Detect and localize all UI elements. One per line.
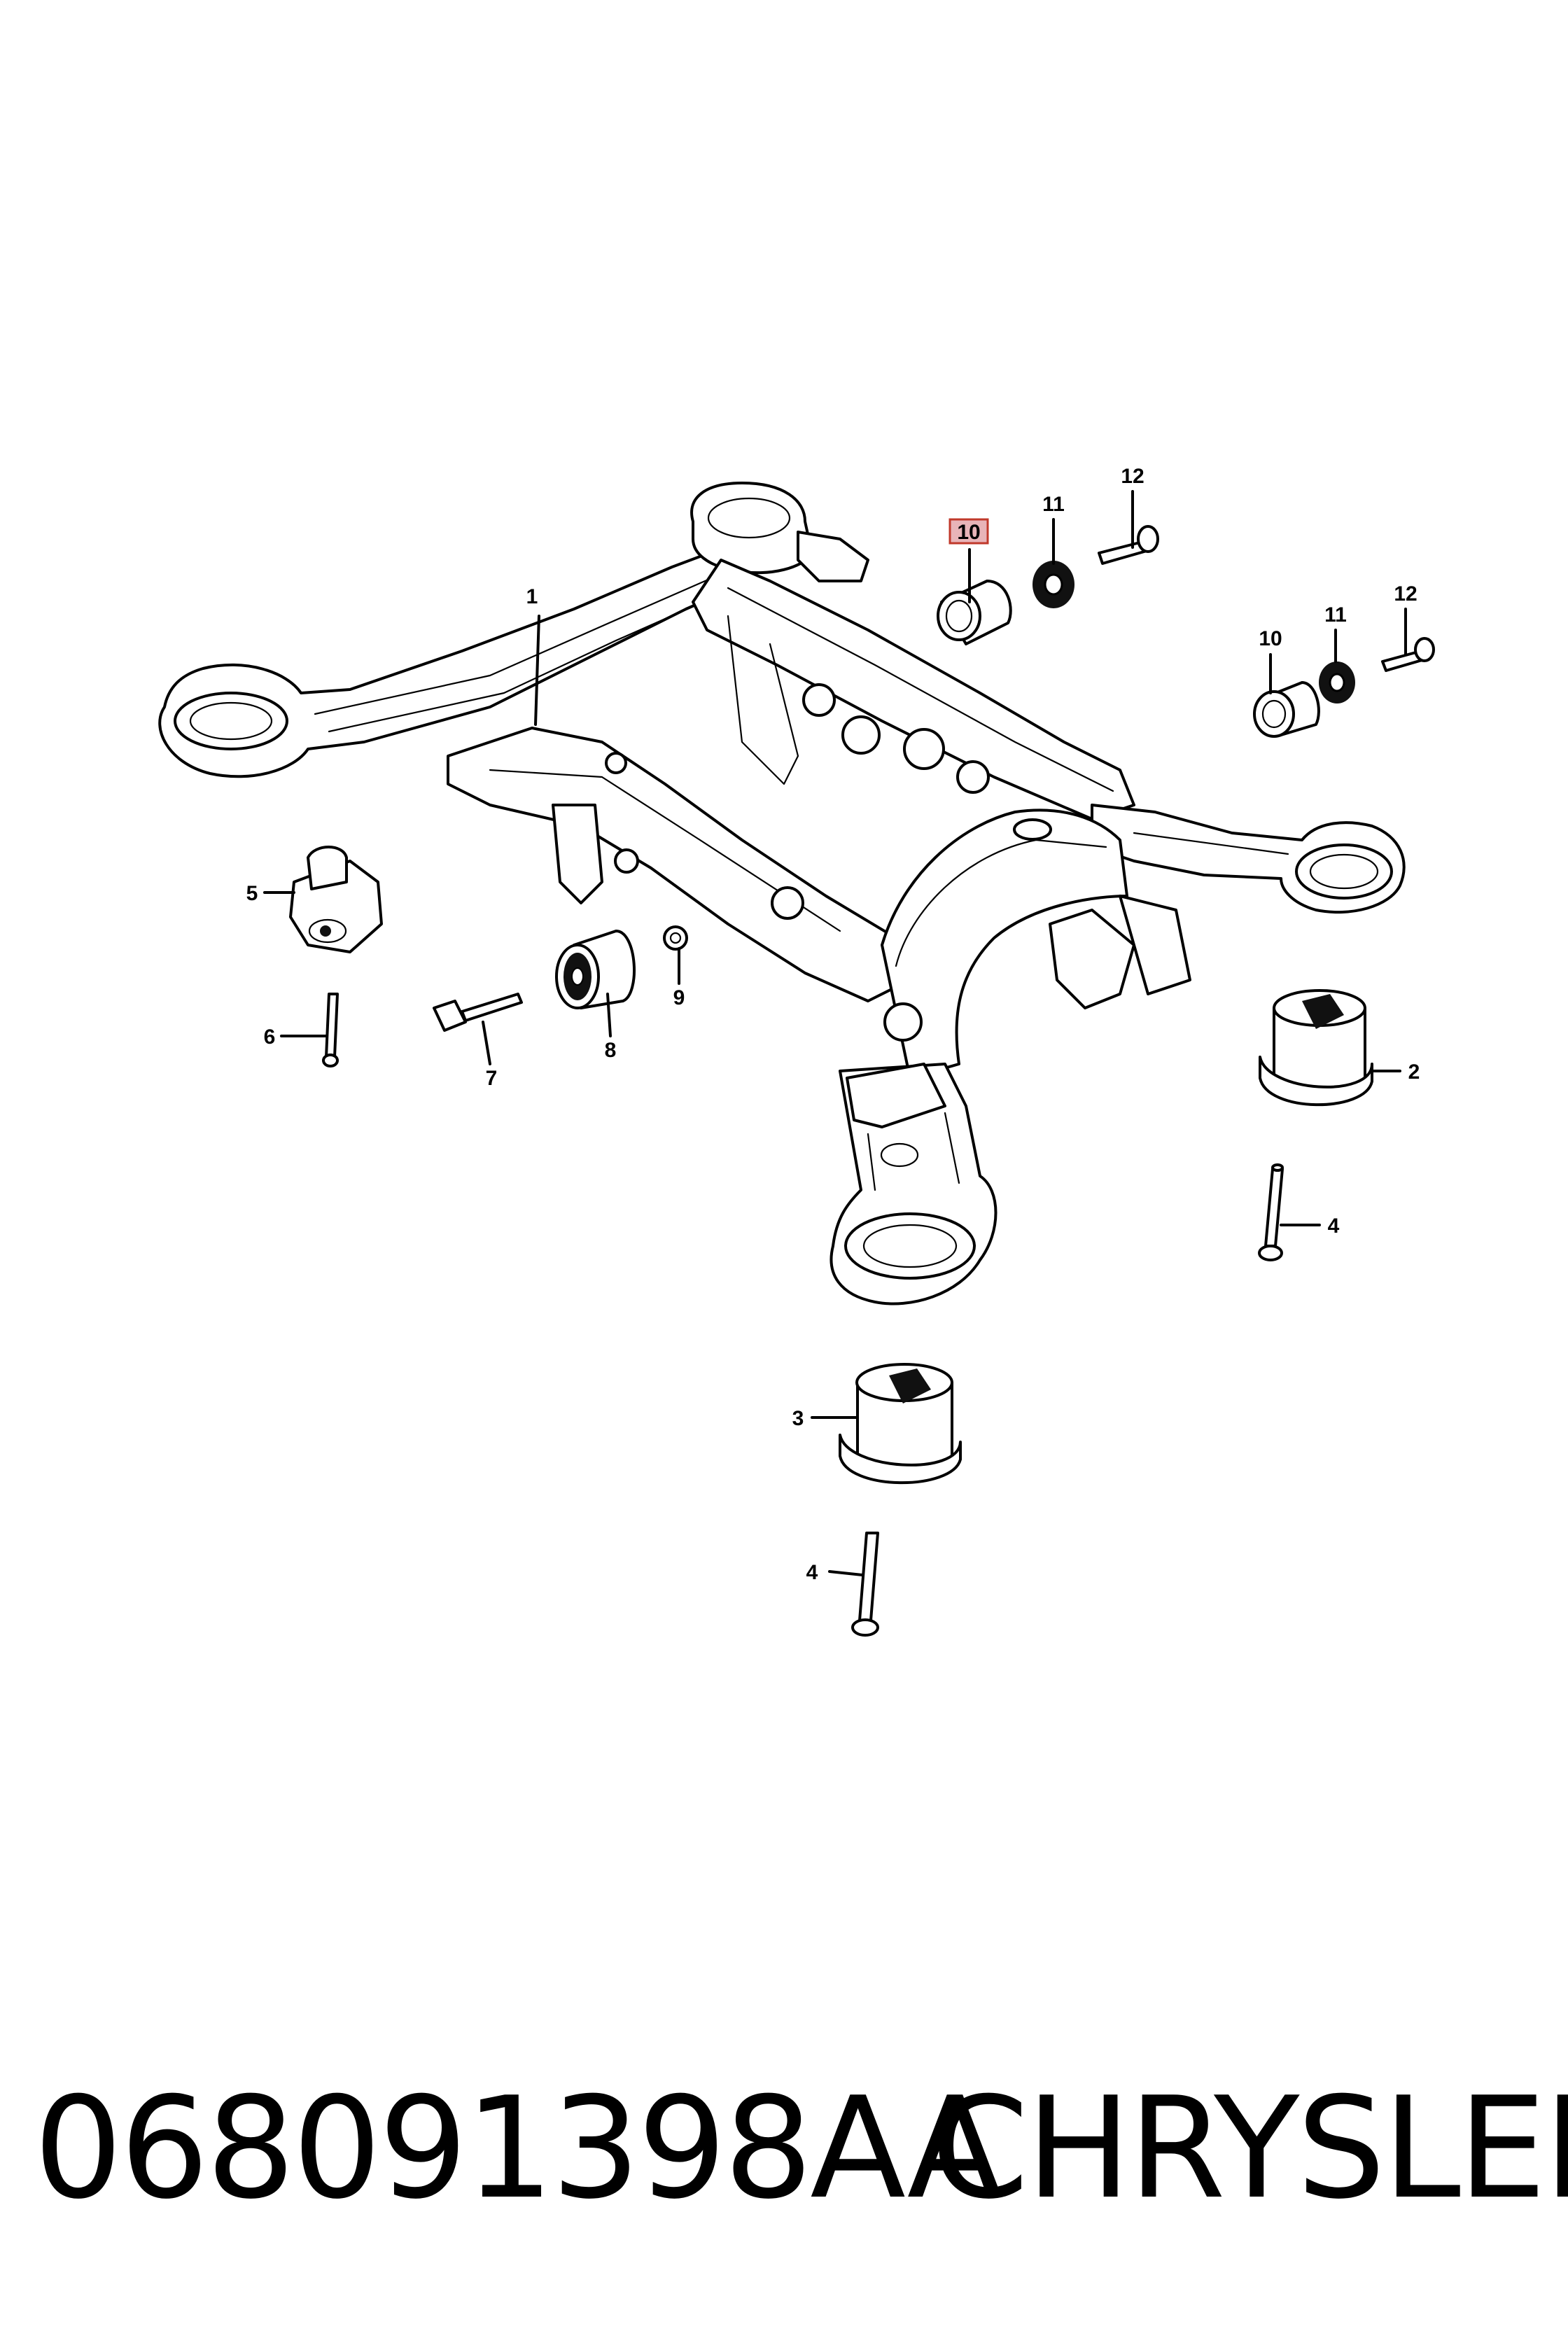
- bushing-10-upper: [937, 580, 1012, 645]
- callout-6: 6: [264, 1026, 276, 1049]
- callout-10-highlight: [948, 518, 989, 545]
- callout-10-upper: 10: [957, 521, 980, 544]
- callout-4-lower: 4: [806, 1561, 818, 1584]
- callout-11-lower: 11: [1324, 603, 1347, 626]
- callout-12-upper: 12: [1121, 465, 1144, 488]
- bushing-10-lower: [1253, 681, 1320, 738]
- bolt-12-upper: [1098, 525, 1159, 565]
- bolt-6: [322, 993, 339, 1068]
- callout-11-upper: 11: [1042, 493, 1065, 516]
- brand-name: CHRYSLER: [931, 2067, 1568, 2230]
- bushing-3: [839, 1363, 962, 1485]
- callout-9: 9: [673, 986, 685, 1009]
- callout-7: 7: [486, 1067, 498, 1090]
- bushing-8: [555, 930, 636, 1009]
- bolt-7: [433, 993, 523, 1032]
- part-number: 068091398AA: [34, 2067, 1002, 2230]
- callout-2: 2: [1408, 1060, 1420, 1084]
- callout-10-lower: 10: [1259, 627, 1282, 650]
- callout-3: 3: [792, 1407, 804, 1430]
- callout-5: 5: [246, 882, 258, 905]
- callout-4-upper: 4: [1328, 1214, 1340, 1238]
- bolt-4-upper: [1258, 1163, 1284, 1261]
- bushing-11-upper: [1032, 561, 1074, 608]
- callout-labels: 1 2 3 4 4 5 6 7 8 9 10 11 12 10 11 12: [246, 465, 1420, 1584]
- callout-8: 8: [605, 1039, 617, 1062]
- rear-subframe: [158, 482, 1406, 1306]
- bolt-12-lower: [1381, 637, 1435, 672]
- callout-12-lower: 12: [1394, 582, 1417, 606]
- nut-9: [663, 925, 688, 951]
- bolt-4-lower: [851, 1532, 879, 1637]
- bushing-2: [1259, 989, 1373, 1107]
- mount-5: [289, 846, 383, 953]
- leader-lines: [263, 490, 1407, 1576]
- callout-1: 1: [526, 585, 538, 608]
- bushing-11-lower: [1319, 662, 1355, 704]
